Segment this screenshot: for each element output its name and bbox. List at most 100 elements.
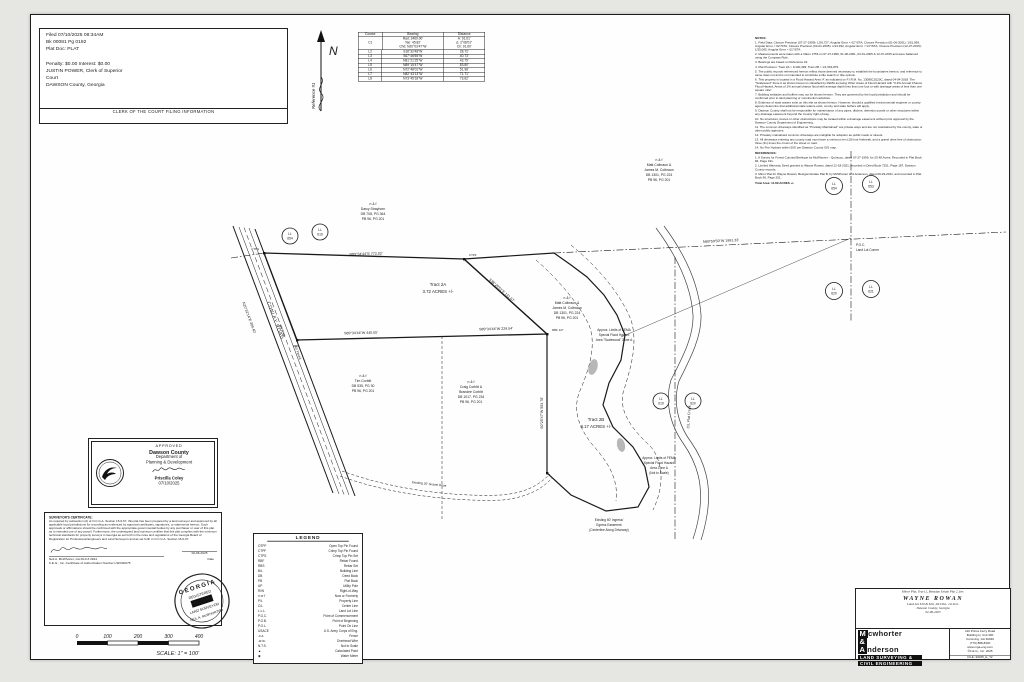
certificate-body: As required by subsection (d) of O.C.G.A… xyxy=(49,519,217,541)
svg-text:N20°32'14"E 309.40': N20°32'14"E 309.40' xyxy=(241,301,256,334)
logo-a-rest: nderson xyxy=(867,645,899,654)
svg-text:LL: LL xyxy=(691,397,695,401)
approval-dept1: Department of xyxy=(155,455,183,460)
svg-text:RBS: RBS xyxy=(293,344,299,348)
scale-tick-400: 400 xyxy=(195,634,204,640)
svg-text:619: 619 xyxy=(658,402,664,406)
logo-a-icon: A xyxy=(858,645,867,654)
notes-title: NOTES: xyxy=(755,37,767,40)
note-item: 10. No structures, fences or other obstr… xyxy=(755,117,914,125)
adjoiner-tim-corbitt: n & f Tim Corbitt DB 535, PG 30 PB 96, P… xyxy=(352,374,375,393)
svg-text:Brandee Corbitt: Brandee Corbitt xyxy=(459,390,483,394)
svg-text:Approx. Limits of FEMA: Approx. Limits of FEMA xyxy=(642,456,676,460)
adjoiner-colbraun-1: n & f Matt Colbraun & James M. Colbraun … xyxy=(644,158,674,182)
road-label: CONLEY ROAD 80' R/W 45' Paved xyxy=(266,301,302,360)
svg-text:Existing 60' Ingress/: Existing 60' Ingress/ xyxy=(595,518,624,522)
title-block: Minor Plat, Tract 2, Betsyjan Estate Pla… xyxy=(855,588,1011,666)
svg-text:Special Flood Hazard: Special Flood Hazard xyxy=(599,333,630,337)
owner-name: WAYNE ROWAN xyxy=(902,594,964,602)
svg-text:Matt Colbraun &: Matt Colbraun & xyxy=(647,163,672,167)
svg-text:S89°34'44"W 445.55': S89°34'44"W 445.55' xyxy=(344,331,378,336)
references-title: REFERENCES: xyxy=(755,152,777,156)
reference-item: 2. Limited Warranty Deed granted to Wayn… xyxy=(755,164,916,172)
svg-text:LL: LL xyxy=(869,180,873,184)
svg-text:Special Flood Hazard: Special Flood Hazard xyxy=(644,461,675,465)
north-n: N xyxy=(329,44,338,58)
svg-text:CTPF: CTPF xyxy=(469,253,477,257)
certificate-date: 02-06-2025 xyxy=(182,551,217,555)
svg-text:P.O.C.: P.O.C. xyxy=(856,243,865,247)
svg-text:Area "Scalewood" Zone A: Area "Scalewood" Zone A xyxy=(596,338,633,342)
svg-text:n & f: n & f xyxy=(360,374,367,378)
legend-row: P.O.B.Point of Beginning xyxy=(258,619,358,624)
svg-text:N89°59'59"W 1991.33': N89°59'59"W 1991.33' xyxy=(703,238,740,244)
legend-row: N.T.S.Not to Scale xyxy=(258,644,358,649)
svg-text:S0°25'47"W 553.78': S0°25'47"W 553.78' xyxy=(540,397,544,429)
approval-signer: Priscilla Coley xyxy=(154,476,184,481)
svg-text:PB 96, PG 201: PB 96, PG 201 xyxy=(362,217,385,221)
scale-tick-300: 300 xyxy=(164,634,173,640)
fema-label-2: Approx. Limits of FEMA Special Flood Haz… xyxy=(642,456,676,475)
logo-amp-icon: & xyxy=(858,637,867,646)
scale-bar-segments xyxy=(77,640,200,646)
svg-text:DB 708, PG 364: DB 708, PG 364 xyxy=(361,212,386,216)
north-arrow: N Reference #1 xyxy=(311,30,338,112)
legend-row: L.L.L.Land Lot Line xyxy=(258,609,358,614)
svg-text:Tim Corbitt: Tim Corbitt xyxy=(355,379,372,383)
svg-text:James M. Colbraun: James M. Colbraun xyxy=(552,306,582,310)
legend-row: P.O.L.Point On Line xyxy=(258,624,358,629)
logo-m-rest: cwhorter xyxy=(868,629,903,638)
svg-text:Approx. Limits of FEMA: Approx. Limits of FEMA xyxy=(597,328,631,332)
adjoiner-colbraun-2: n & f Matt Colbraun & James M. Colbraun … xyxy=(552,296,582,320)
svg-text:LL: LL xyxy=(288,232,292,236)
approval-county: Dawson County xyxy=(149,448,189,456)
svg-text:N89°34'44"E 772.02': N89°34'44"E 772.02' xyxy=(349,252,382,257)
svg-text:Land Lot Corner: Land Lot Corner xyxy=(856,248,880,252)
svg-text:CTPS: CTPS xyxy=(251,247,259,251)
poc-label: P.O.C. Land Lot Corner xyxy=(856,243,880,252)
svg-text:LL: LL xyxy=(318,228,322,232)
references-list: 1. A Survey for Forest Colonial Bethique… xyxy=(755,157,923,180)
svg-text:Matt Colbraun &: Matt Colbraun & xyxy=(555,301,580,305)
note-item: 5. The public records referenced hereon … xyxy=(755,70,923,77)
filing-caption: CLERK OF THE COURT FILING INFORMATION xyxy=(40,108,287,121)
adjoiner-craig-corbitt: n & f Craig Corbitt & Brandee Corbitt DB… xyxy=(458,380,485,404)
course-table: Course Bearing Distance C1 Rad: 2460.00'… xyxy=(358,32,486,104)
note-item: 14. No Fire Hydrant within 500' per Daws… xyxy=(755,146,837,150)
tie-line xyxy=(620,237,852,338)
svg-text:PB 96, PG 201: PB 96, PG 201 xyxy=(352,389,375,393)
svg-text:n & f: n & f xyxy=(564,296,571,300)
svg-text:LL: LL xyxy=(869,285,873,289)
adjoiner-strayhorn: n & f Darcy Strayhorn DB 708, PG 364 PB … xyxy=(361,202,386,221)
svg-text:621: 621 xyxy=(868,290,874,294)
legend-row: ▲Calculated Point xyxy=(258,649,358,654)
note-item: 2. Measurements were taken with a Nikon … xyxy=(755,53,918,60)
file-number: FILE: 39045_E_T2 xyxy=(950,654,1010,659)
svg-text:620: 620 xyxy=(690,402,696,406)
easement-label: Existing 60' Ingress/ Egress Easement (C… xyxy=(589,518,629,532)
note-item: 12. Privately maintained common driveway… xyxy=(755,133,884,137)
approval-date: 07/10/2025 xyxy=(158,481,180,487)
svg-text:RBF 1/2": RBF 1/2" xyxy=(552,328,564,332)
note-item: 7. Building setbacks and buffers may not… xyxy=(755,93,911,101)
surveyor-stamp: GEORGIA REGISTERED No.2944 LAND SURVEYOR… xyxy=(174,573,230,629)
svg-text:653: 653 xyxy=(868,185,874,189)
flat-creek xyxy=(655,225,709,541)
svg-text:Darcy Strayhorn: Darcy Strayhorn xyxy=(361,207,386,211)
note-item: 9. Dawson County shall not be responsibl… xyxy=(755,109,920,117)
stamp-registered: REGISTERED xyxy=(188,589,212,600)
date-label: Date xyxy=(207,557,214,561)
svg-text:LL: LL xyxy=(659,397,663,401)
approval-dept2: Planning & Development xyxy=(145,460,193,465)
note-item: 4. Plat Precision: Tract 2A > 1/100,499;… xyxy=(755,65,840,69)
authorization-number: K.E.G., Inc. Certificate of Authorizatio… xyxy=(49,561,131,565)
reference-item: 3. Minor Plat for Wayne Rowan, Betsyjan … xyxy=(755,172,922,180)
